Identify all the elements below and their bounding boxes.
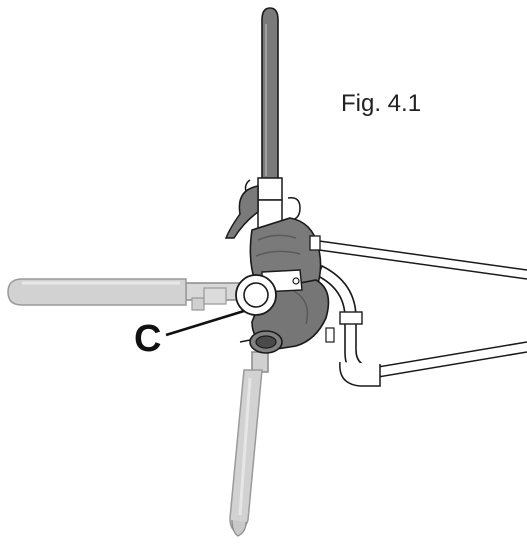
callout-label-c: C bbox=[134, 318, 162, 360]
lock-lever bbox=[224, 179, 301, 239]
figure-title: Fig. 4.1 bbox=[341, 90, 422, 117]
callout-leader-line bbox=[165, 309, 245, 337]
top-leg bbox=[257, 7, 283, 231]
locking-ring bbox=[235, 274, 277, 316]
left-leg bbox=[7, 278, 249, 311]
bottom-leg bbox=[229, 351, 269, 537]
right-support-bars bbox=[311, 239, 527, 387]
